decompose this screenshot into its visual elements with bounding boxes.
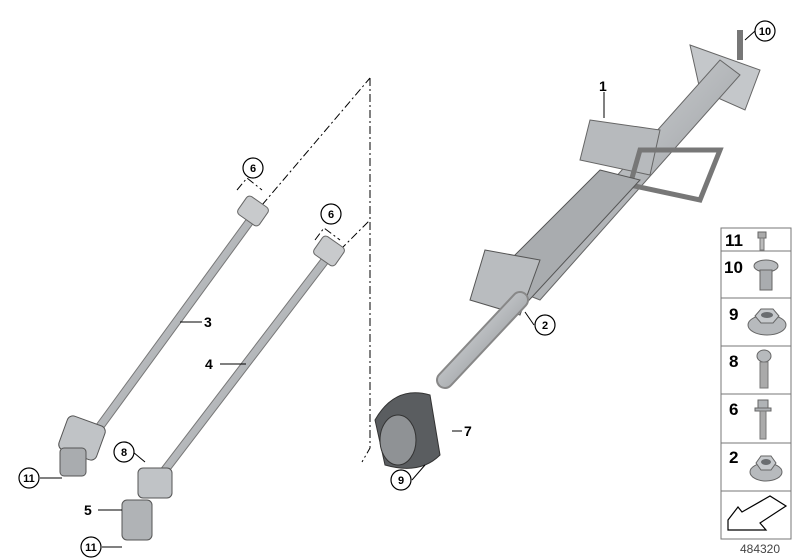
circled-callouts (18, 20, 776, 558)
diagram-id: 484320 (740, 542, 780, 556)
leader-lines (40, 30, 756, 548)
reference-lines (236, 77, 371, 463)
socket-screw-icon (756, 349, 772, 389)
callout-5: 5 (84, 502, 92, 518)
flange-nut-icon (747, 308, 787, 336)
legend-cell-2: 2 (729, 448, 783, 482)
legend-cell-8: 8 (729, 349, 772, 389)
legend-cell-11: 11 (725, 231, 767, 251)
callout-7: 7 (464, 423, 472, 439)
callout-9: 9 (398, 475, 404, 487)
callout-10: 10 (759, 26, 771, 38)
callout-11a: 11 (23, 473, 35, 485)
legend-num: 11 (725, 231, 743, 250)
legend-num: 2 (729, 448, 738, 467)
collar-bolt-icon (753, 259, 779, 291)
steering-shaft-4 (121, 235, 345, 541)
arrow-icon (727, 495, 788, 531)
callout-4: 4 (205, 356, 213, 372)
callout-6a: 6 (250, 163, 256, 175)
hex-bolt-icon (754, 399, 772, 440)
callout-2: 2 (542, 320, 548, 332)
legend-num: 10 (724, 258, 743, 277)
boot-7 (374, 392, 441, 469)
legend-num: 9 (729, 305, 738, 324)
callout-1: 1 (599, 78, 607, 94)
callout-3: 3 (204, 314, 212, 330)
callout-11b: 11 (85, 542, 97, 554)
legend-cell-9: 9 (729, 305, 787, 336)
legend-cell-10: 10 (724, 258, 779, 291)
legend-num: 6 (729, 400, 738, 419)
callout-6b: 6 (328, 209, 334, 221)
callout-8: 8 (121, 447, 127, 459)
legend-cell-arrow (727, 495, 788, 531)
steering-column-1 (436, 30, 761, 389)
bolt-icon (757, 231, 767, 251)
flange-nut-icon (749, 455, 783, 482)
legend-num: 8 (729, 352, 738, 371)
hardware-legend (720, 227, 792, 540)
steering-shaft-3 (58, 195, 269, 477)
legend-cell-6: 6 (729, 399, 772, 440)
